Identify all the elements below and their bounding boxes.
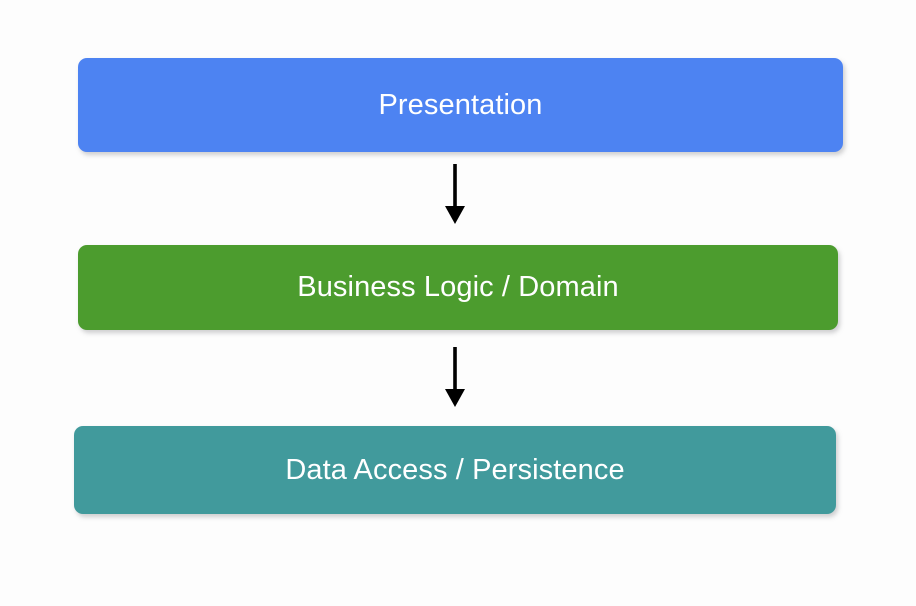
arrow-down-icon: [445, 164, 465, 224]
arrow-business-logic-to-data-access: [432, 345, 478, 409]
layer-box-data-access[interactable]: Data Access / Persistence: [74, 426, 836, 514]
layer-label-business-logic: Business Logic / Domain: [297, 271, 619, 303]
layer-box-business-logic[interactable]: Business Logic / Domain: [78, 245, 838, 330]
arrow-presentation-to-business-logic: [432, 162, 478, 226]
layer-label-data-access: Data Access / Persistence: [285, 453, 625, 486]
arrow-down-icon: [445, 347, 465, 407]
layer-box-presentation[interactable]: Presentation: [78, 58, 843, 152]
layer-label-presentation: Presentation: [378, 88, 543, 121]
